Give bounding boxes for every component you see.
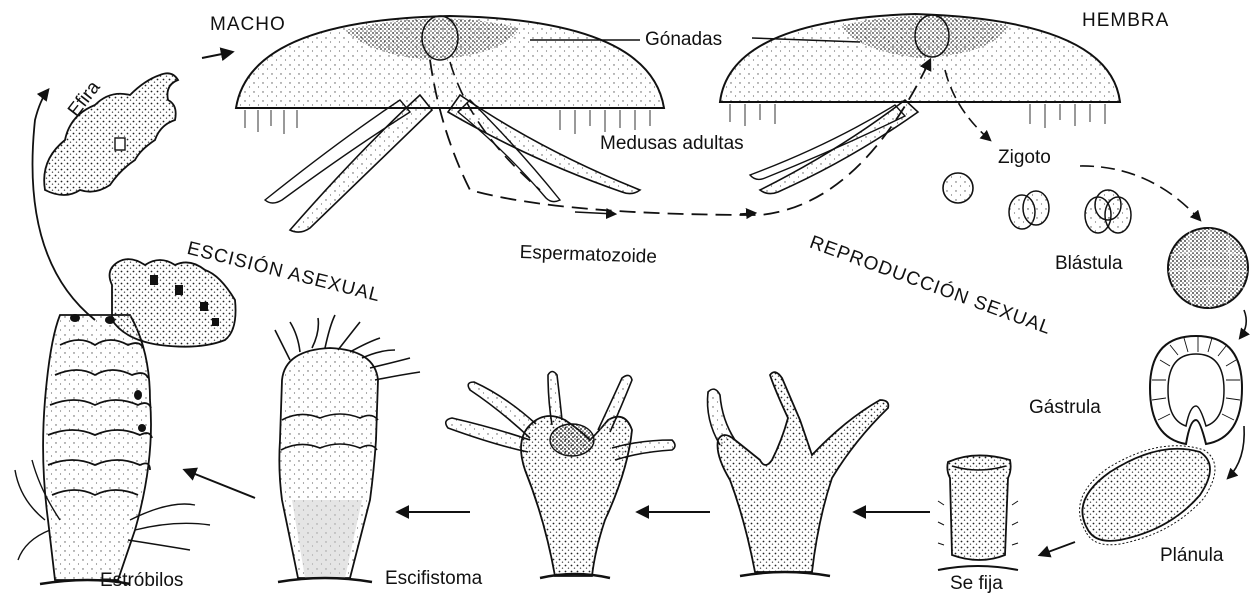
label-medusas-adultas: Medusas adultas [600,133,744,155]
blastula-embryo [1168,228,1248,308]
label-planula: Plánula [1160,545,1223,567]
arrow-gastrula-to-planula [1228,426,1244,478]
two-cell-stage [1009,191,1049,229]
detaching-ephyra [110,259,236,347]
label-se-fija: Se fija [950,573,1003,595]
label-zigoto: Zigoto [998,147,1051,169]
label-gastrula: Gástrula [1029,397,1101,419]
four-cell-stage [1085,190,1131,233]
zygote-cell [943,173,973,203]
male-medusa [236,16,664,232]
settled-polyp [938,455,1018,570]
label-blastula: Blástula [1055,253,1123,275]
female-medusa [720,14,1120,194]
ephyra-larva [44,73,178,195]
label-gonadas: Gónadas [645,29,722,51]
planula-larva [1080,446,1215,545]
arrow-planula-to-settled [1040,542,1075,555]
strobilus [15,314,210,584]
gastrula-embryo [1150,336,1242,444]
young-polyp [708,372,889,576]
arrow-blastula-to-gastrula [1240,310,1246,338]
label-estrobilos: Estróbilos [100,570,183,592]
scyphistoma-polyp [446,372,675,579]
arrow-ephyra-to-male [202,52,232,58]
label-escifistoma: Escifistoma [385,568,482,590]
label-hembra: HEMBRA [1082,10,1169,32]
label-macho: MACHO [210,14,286,36]
arrow-to-strobilus [185,470,255,498]
early-strobila [275,315,420,582]
